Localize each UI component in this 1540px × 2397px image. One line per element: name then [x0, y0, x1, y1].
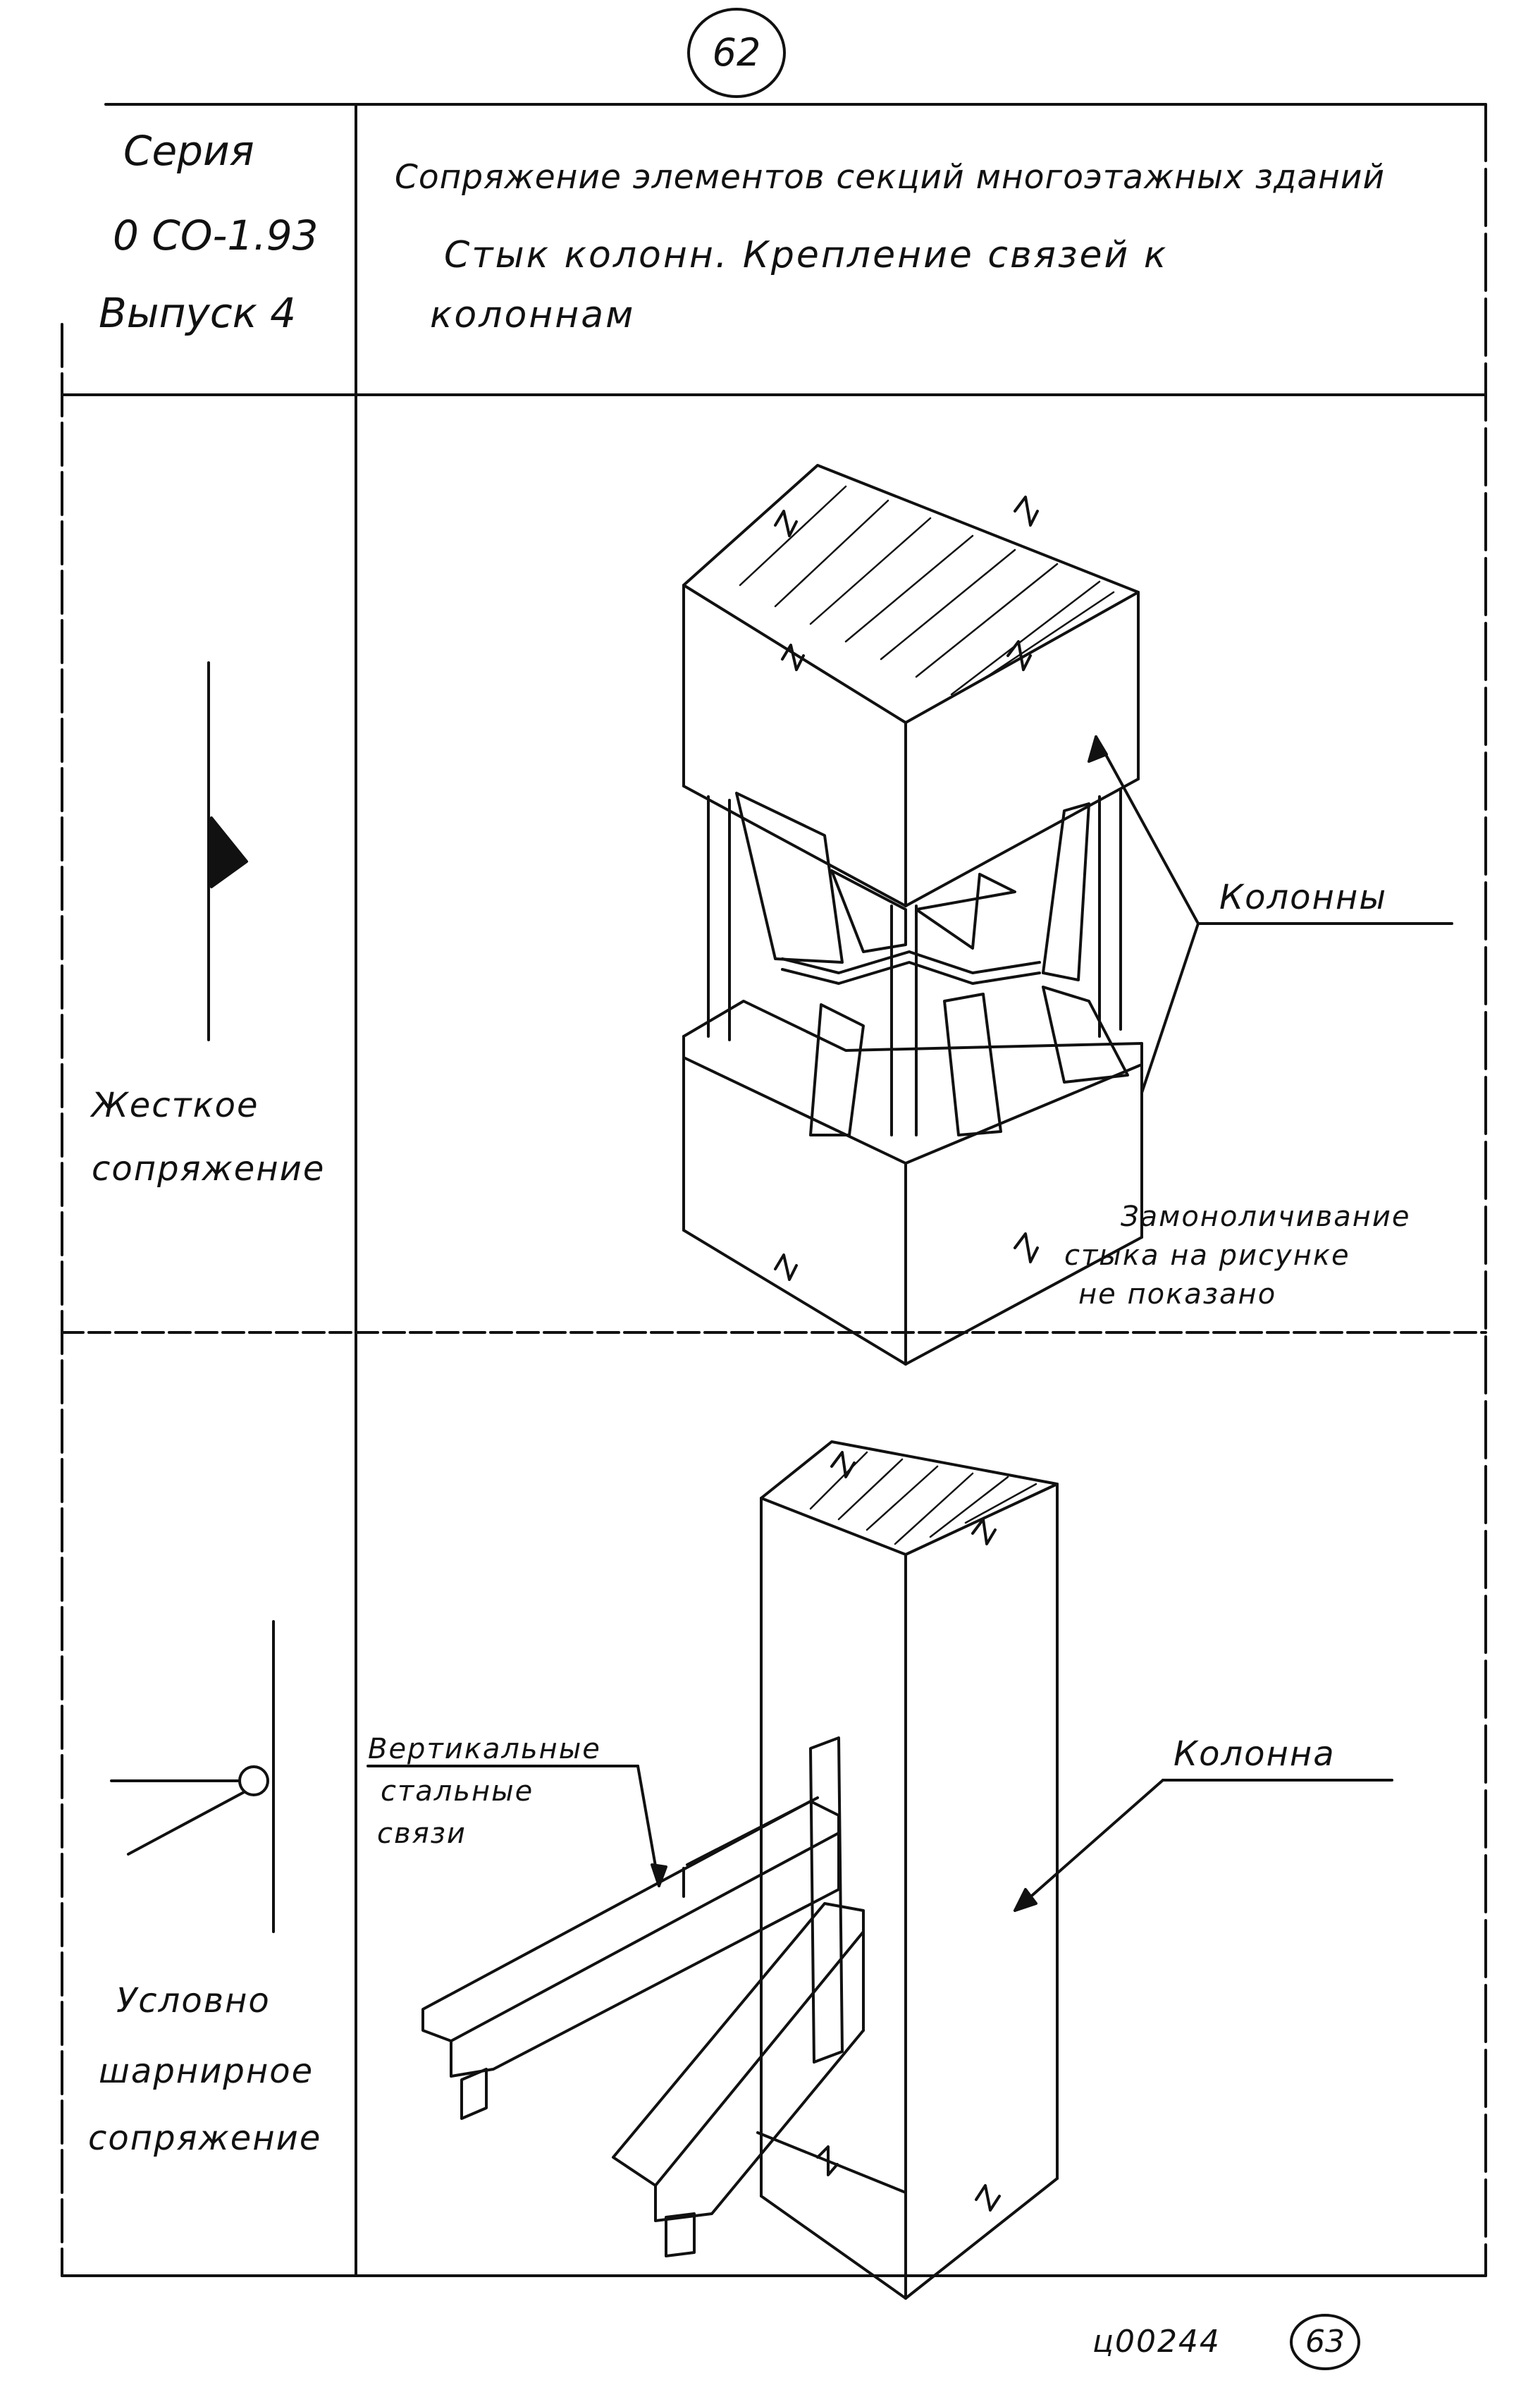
column-callout: Колонна	[1174, 1734, 1336, 1774]
page-number-circle	[687, 8, 786, 98]
series-code: 0 СО-1.93	[113, 212, 319, 259]
grouting-note-line-2: стыка на рисунке	[1064, 1239, 1350, 1272]
sheet-title-line-2: Стык колонн. Крепление связей к	[444, 234, 1169, 276]
issue-label: Выпуск 4	[99, 289, 297, 337]
grouting-note-line-3: не показано	[1078, 1278, 1277, 1311]
sheet-title-line-3: колоннам	[430, 294, 636, 336]
document-number: ц00244	[1092, 2324, 1221, 2360]
hinged-joint-label-line-1: Условно	[116, 1981, 271, 2021]
sheet-title-line-1: Сопряжение элементов секций многоэтажных…	[395, 158, 1385, 197]
hinged-joint-drawing	[366, 1440, 1393, 2300]
braces-callout-line-1: Вертикальные	[368, 1733, 601, 1765]
hinged-joint-label-line-3: сопряжение	[88, 2119, 322, 2158]
braces-callout-line-3: связи	[377, 1817, 467, 1850]
sheet-number: 63	[1305, 2324, 1345, 2360]
grouting-note-line-1: Замоноличивание	[1121, 1201, 1411, 1233]
rigid-joint-symbol	[207, 661, 248, 1041]
braces-callout-line-2: стальные	[381, 1775, 534, 1808]
rigid-joint-label-line-1: Жесткое	[92, 1086, 259, 1125]
hinged-joint-symbol	[110, 1620, 275, 1933]
hinged-joint-label-line-2: шарнирное	[99, 2052, 314, 2091]
rigid-joint-label-line-2: сопряжение	[92, 1149, 326, 1189]
rigid-joint-drawing	[682, 464, 1453, 1366]
page-number: 62	[712, 30, 761, 75]
series-label: Серия	[123, 127, 254, 175]
sheet-number-circle	[1290, 2314, 1360, 2370]
sheet-frame	[61, 103, 1487, 2277]
columns-callout: Колонны	[1219, 878, 1388, 917]
